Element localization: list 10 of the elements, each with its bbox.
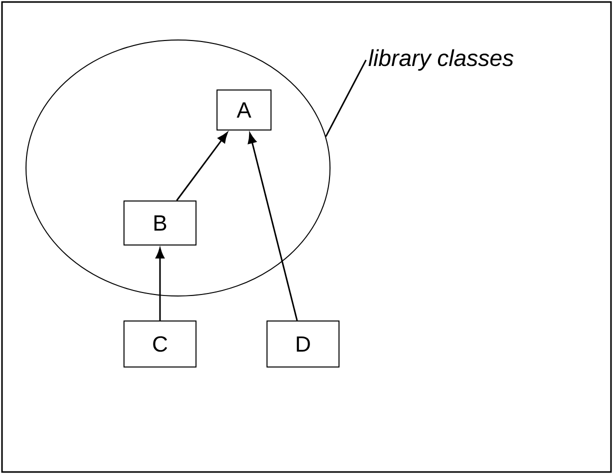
class-box: A <box>216 90 272 130</box>
ellipse <box>26 40 330 296</box>
callout-text: library classes <box>368 49 514 71</box>
class-box: B <box>124 200 196 246</box>
arrow <box>176 132 228 201</box>
class-box: D <box>266 320 340 368</box>
arrow <box>248 132 298 321</box>
class-box: C <box>124 320 196 368</box>
leader-line <box>325 60 367 137</box>
arrow <box>156 248 164 320</box>
